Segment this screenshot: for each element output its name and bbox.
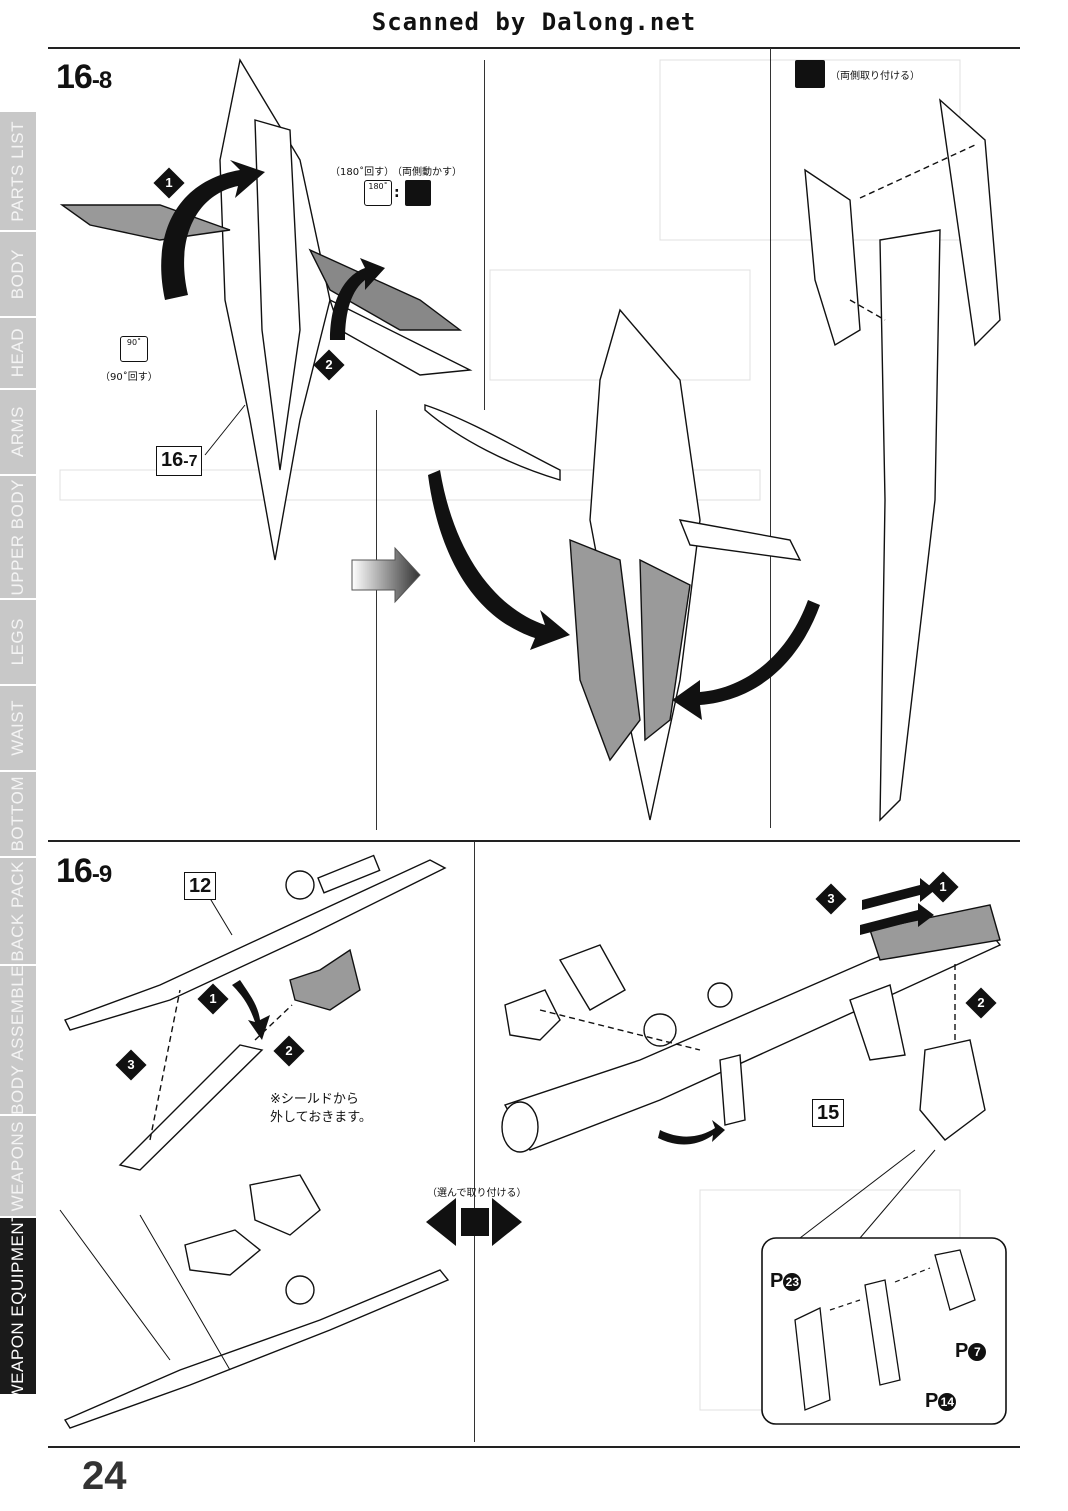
choose-attach-note: （選んで取り付ける） (427, 1188, 527, 1199)
step-title-16-9: 16-9 (56, 852, 112, 891)
sidebar-tab-weapon-equipment[interactable]: WEAPON EQUIPMENT (0, 1218, 36, 1396)
ref-box-15: 15 (812, 1099, 845, 1127)
move-both-sides-icon (405, 180, 431, 206)
step-marker-2-bazooka: 2 (965, 987, 997, 1019)
step-marker-2-rifle: 2 (273, 1035, 305, 1067)
rotate-90-icon: 90˚ (120, 336, 148, 362)
wing-binder-16-8-left (59, 58, 473, 561)
sidebar-tab-head[interactable]: HEAD (0, 318, 36, 390)
step-marker-3-bazooka: 3 (815, 883, 847, 915)
rotate-arrow-2 (330, 258, 385, 340)
shield-note-line-2: 外しておきます。 (270, 1110, 372, 1125)
shield-note-line-1: ※シールドから (270, 1092, 359, 1107)
rotate-arrow-down (428, 470, 570, 650)
step-marker-3-rifle: 3 (115, 1049, 147, 1081)
middle-rule (48, 840, 1020, 842)
rotate-arrow-up (672, 600, 820, 720)
attach-both-note: （両側取り付ける） (830, 71, 920, 82)
bazooka-16-9 (501, 904, 1002, 1153)
sidebar-tab-legs[interactable]: LEGS (0, 600, 36, 686)
step-sub-number: -8 (91, 67, 112, 94)
ref-number: 16 (161, 449, 184, 471)
sidebar-tab-upper-body[interactable]: UPPER BODY (0, 476, 36, 600)
sidebar-tab-waist[interactable]: WAIST (0, 686, 36, 772)
wing-binder-16-8-right (804, 98, 1001, 822)
sidebar-tab-bottom[interactable]: BOTTOM (0, 772, 36, 858)
bottom-rule (48, 1446, 1020, 1448)
scan-credit-text: Scanned by Dalong.net (371, 8, 697, 36)
step-sub-number: -9 (91, 861, 112, 888)
rotate-arrow-1 (161, 160, 265, 300)
sidebar-tab-back-pack[interactable]: BACK PACK (0, 858, 36, 966)
sidebar-tab-weapons[interactable]: WEAPONS (0, 1116, 36, 1218)
rifle-16-9-lower (63, 1174, 450, 1429)
top-rule (48, 47, 1020, 49)
wing-binder-16-8-center (424, 308, 802, 821)
step-marker-2-binder: 2 (313, 349, 345, 381)
sidebar-tab-body[interactable]: BODY (0, 232, 36, 318)
step-title-16-8: 16-8 (56, 58, 112, 97)
colon-separator: : (394, 185, 400, 201)
choose-attach-icon (461, 1208, 489, 1236)
rotate-90-icon-label: 90˚ (126, 338, 142, 347)
step-number: 16 (56, 852, 93, 890)
rotate-90-note: （90˚回す） (100, 372, 158, 383)
insert-arrow-1 (232, 980, 270, 1040)
choose-arrow-left (426, 1198, 456, 1246)
sidebar-tab-parts-list[interactable]: PARTS LIST (0, 112, 36, 232)
rotate-180-icon: 180˚ (364, 180, 392, 206)
attach-both-sides-icon (795, 60, 825, 88)
scan-credit-header: Scanned by Dalong.net (0, 0, 1068, 40)
part-number-badge: 7 (968, 1342, 987, 1361)
rifle-16-9-upper (64, 854, 447, 1171)
finger-parts (794, 1249, 976, 1411)
ref-box-16-7: 16-7 (156, 446, 203, 476)
panel-divider-4 (474, 842, 475, 1442)
rotate-arrow-grip (658, 1120, 725, 1145)
slide-arrows (860, 878, 935, 935)
step-marker-1-bazooka: 1 (927, 871, 959, 903)
rotate-180-note: （180˚回す） (330, 167, 395, 178)
step-number: 16 (56, 58, 93, 96)
ref-sub-number: -7 (183, 453, 198, 470)
rotate-180-icon-label: 180˚ (368, 182, 388, 191)
panel-divider-3 (770, 48, 771, 828)
panel-divider-1 (376, 410, 377, 830)
step-marker-1-binder: 1 (153, 167, 185, 199)
flow-arrow (351, 546, 421, 604)
sidebar-tab-arms[interactable]: ARMS (0, 390, 36, 476)
step-marker-1-rifle: 1 (197, 983, 229, 1015)
sidebar-tab-body-assemble[interactable]: BODY ASSEMBLE (0, 966, 36, 1116)
move-both-note: （両側動かす） (392, 167, 462, 178)
ref-box-12: 12 (184, 872, 217, 900)
panel-divider-2 (484, 60, 485, 410)
part-number-badge: 14 (938, 1392, 957, 1411)
part-number-badge: 23 (783, 1272, 802, 1291)
page-number: 24 (82, 1454, 127, 1498)
choose-arrow-right (492, 1198, 522, 1246)
